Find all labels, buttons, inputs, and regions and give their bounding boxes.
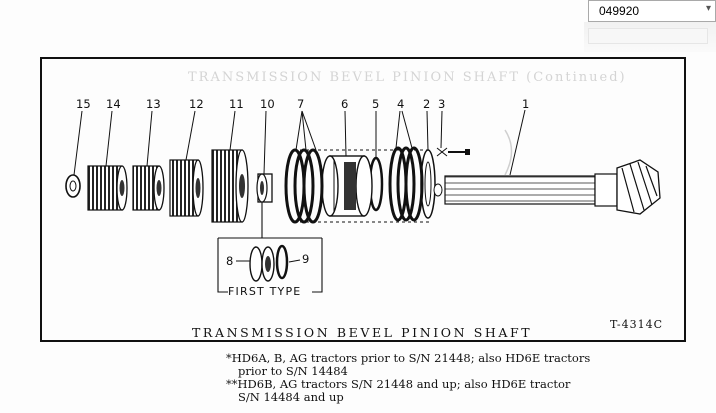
callout-10: 10 (260, 97, 275, 111)
spacer-rings (388, 146, 424, 222)
callout-13: 13 (146, 97, 161, 111)
first-type-bracket (217, 202, 323, 293)
footnotes: *HD6A, B, AG tractors prior to S/N 21448… (226, 352, 590, 404)
footnote-2-line2: S/N 14484 and up (238, 390, 344, 404)
inset-bushing (249, 246, 275, 282)
part-number-dropdown[interactable]: 049920 ▾ (588, 0, 716, 22)
dropdown-shadow (584, 22, 716, 52)
callout-4: 4 (397, 97, 405, 111)
callout-15: 15 (76, 97, 91, 111)
callout-7: 7 (297, 97, 305, 111)
bearing-cup (420, 149, 443, 219)
callout-5: 5 (372, 97, 380, 111)
figure-frame (40, 57, 686, 342)
pilot-bearing (65, 174, 81, 198)
callout-6: 6 (341, 97, 349, 111)
callout-3: 3 (438, 97, 446, 111)
bolt (436, 147, 470, 157)
footnote-2-line1: **HD6B, AG tractors S/N 21448 and up; al… (226, 377, 571, 391)
gear-11 (211, 149, 249, 223)
footnote-1-line2: prior to S/N 14484 (238, 364, 348, 378)
chevron-down-icon[interactable]: ▾ (705, 3, 711, 14)
leader-9 (288, 259, 301, 263)
pinion-shaft (444, 159, 661, 215)
snap-rings (284, 148, 324, 224)
figure-code: T-4314C (610, 318, 664, 331)
callout-11: 11 (229, 97, 244, 111)
callout-14: 14 (106, 97, 121, 111)
roller-bearing (321, 155, 373, 217)
callout-1: 1 (522, 97, 530, 111)
callout-8: 8 (226, 254, 234, 268)
gear-12 (169, 159, 204, 217)
bleed-through-brace (504, 129, 513, 176)
footnote-1-line1: *HD6A, B, AG tractors prior to S/N 21448… (226, 351, 591, 365)
bushing (256, 173, 273, 203)
leader-lines (73, 109, 526, 176)
callout-9: 9 (302, 252, 310, 266)
callout-2: 2 (423, 97, 431, 111)
first-type-label: FIRST TYPE (228, 285, 302, 298)
inset-ring (275, 244, 289, 280)
gear-14 (87, 165, 128, 211)
bleed-through-title: TRANSMISSION BEVEL PINION SHAFT (Continu… (188, 70, 627, 85)
gear-13 (132, 165, 165, 211)
figure-caption: TRANSMISSION BEVEL PINION SHAFT (186, 325, 539, 340)
callout-12: 12 (189, 97, 204, 111)
dropdown-value: 049920 (599, 4, 640, 18)
